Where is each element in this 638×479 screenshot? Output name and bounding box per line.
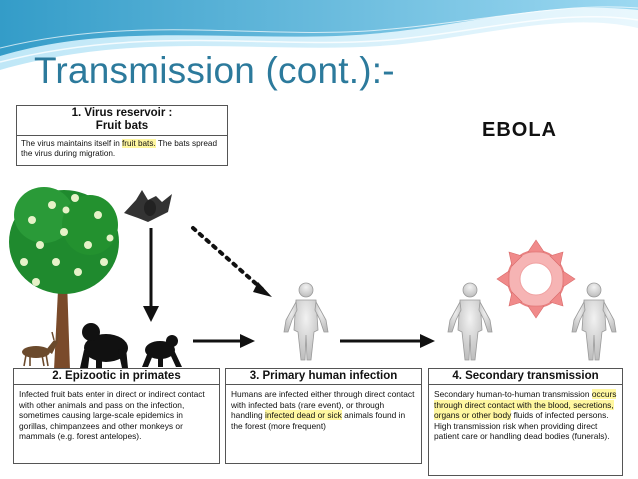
bat-to-human-dotted-arrow	[191, 226, 272, 297]
stage-primary-text-part: animals found in the forest (more freque…	[231, 410, 406, 431]
chimpanzee-icon	[142, 335, 182, 367]
stage-epizootic-heading: 2. Epizootic in primates	[14, 369, 219, 385]
fruit-bat-icon	[124, 190, 172, 222]
stage-primary-box: 3. Primary human infection Humans are in…	[225, 368, 422, 464]
stage-primary-heading: 3. Primary human infection	[226, 369, 421, 385]
stage-primary-highlight: infected dead or sick	[265, 410, 342, 421]
stage-epizootic-text: Infected fruit bats enter in direct or i…	[19, 389, 205, 442]
stage-primary-text-part: Humans are infected either through direc…	[231, 389, 415, 421]
slide-title: Transmission (cont.):-	[34, 50, 395, 91]
human-figure-icon	[571, 282, 617, 361]
bat-to-primates-arrow	[143, 228, 159, 322]
stage-epizootic-box: 2. Epizootic in primates Infected fruit …	[13, 368, 220, 464]
header-wave	[0, 0, 638, 70]
tree-icon	[9, 187, 119, 370]
human-to-human-arrow	[340, 334, 435, 348]
primates-to-human-arrow	[193, 334, 255, 348]
virus-spread-icon	[496, 239, 576, 319]
antelope-icon	[22, 331, 59, 367]
stage-primary-text: Humans are infected either through direc…	[226, 385, 421, 435]
human-figure-icon	[283, 282, 329, 361]
stage-secondary-text: Secondary human-to-human transmission oc…	[429, 385, 622, 446]
human-figure-icon	[447, 282, 493, 361]
reservoir-box: 1. Virus reservoir : Fruit bats The viru…	[16, 105, 228, 166]
reservoir-heading-line2: Fruit bats	[95, 120, 149, 132]
stage-secondary-text-part: Secondary human-to-human transmission	[434, 389, 592, 399]
reservoir-text-part: The virus maintains itself in	[21, 139, 123, 148]
reservoir-text: The virus maintains itself in fruit bats…	[17, 136, 227, 162]
stage-secondary-heading: 4. Secondary transmission	[429, 369, 622, 385]
gorilla-icon	[80, 323, 128, 368]
stage-secondary-text-part: fluids of infected persons. High transmi…	[434, 410, 610, 442]
reservoir-heading: 1. Virus reservoir : Fruit bats	[17, 106, 227, 136]
stage-secondary-box: 4. Secondary transmission Secondary huma…	[428, 368, 623, 476]
ebola-label: EBOLA	[482, 119, 557, 141]
reservoir-text-part: The bats spread the virus during migrati…	[21, 139, 218, 158]
reservoir-heading-line1: 1. Virus reservoir :	[71, 107, 173, 119]
reservoir-highlight: fruit bats.	[122, 139, 156, 148]
